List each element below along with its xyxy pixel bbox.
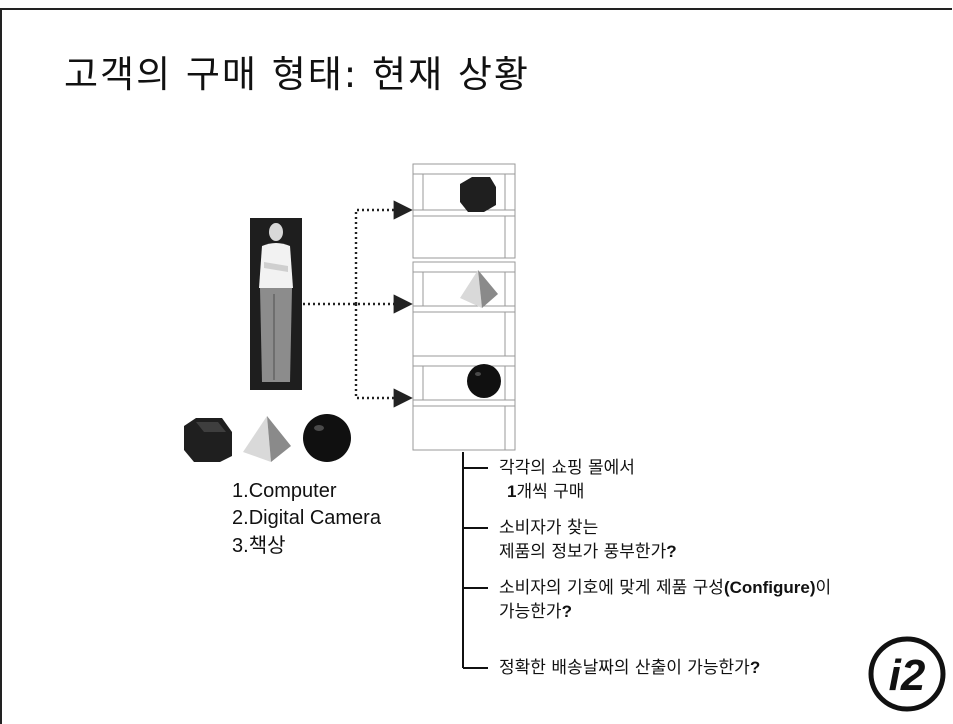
product-item-desk: 3.책상 bbox=[232, 532, 381, 560]
bullet-3-line-1: 소비자의 기호에 맞게 제품 구성(Configure)이 bbox=[499, 576, 831, 600]
shopping-mall-panel-3 bbox=[412, 355, 516, 451]
bullet-connector bbox=[462, 452, 488, 669]
bullet-3-question-mark: ? bbox=[561, 602, 572, 621]
product-list: 1.Computer 2.Digital Camera 3.책상 bbox=[232, 478, 381, 560]
cube-thumbnail bbox=[460, 177, 496, 212]
slide-frame bbox=[0, 8, 952, 724]
bullet-1-number: 1 bbox=[507, 482, 517, 501]
shopping-mall-panel-1 bbox=[412, 163, 516, 259]
bullet-2-question-mark: ? bbox=[666, 542, 677, 561]
bullet-3-text-c: 가능한가 bbox=[499, 602, 562, 622]
product-item-computer: 1.Computer bbox=[232, 478, 381, 505]
pyramid-icon bbox=[243, 416, 291, 462]
bullet-1-line-1: 각각의 쇼핑 몰에서 bbox=[499, 458, 635, 478]
slide-title: 고객의 구매 형태: 현재 상황 bbox=[64, 53, 530, 96]
bullet-2-line-1: 소비자가 찾는 bbox=[499, 518, 599, 538]
i2-logo: i2 bbox=[868, 636, 946, 712]
arrow-to-mall-3 bbox=[354, 304, 413, 408]
logo-text: i2 bbox=[889, 651, 926, 700]
bullet-2: 소비자가 찾는 제품의 정보가 풍부한가? bbox=[499, 516, 677, 564]
bullet-3-text-a: 소비자의 기호에 맞게 제품 구성 bbox=[499, 578, 724, 598]
dotted-arrows bbox=[303, 200, 413, 408]
bullet-3: 소비자의 기호에 맞게 제품 구성(Configure)이 가능한가? bbox=[499, 576, 831, 624]
sphere-thumbnail bbox=[467, 364, 501, 398]
product-name: Digital Camera bbox=[248, 507, 381, 529]
bullet-1-line-2: 1개씩 구매 bbox=[499, 480, 635, 504]
arrow-to-mall-1 bbox=[354, 200, 413, 304]
product-name: Computer bbox=[248, 480, 337, 502]
bullet-4-question-mark: ? bbox=[749, 658, 761, 677]
bullet-4: 정확한 배송날짜의 산출이 가능한가? bbox=[499, 656, 760, 680]
pyramid-thumbnail-light bbox=[460, 270, 482, 308]
product-number: 3. bbox=[232, 535, 249, 557]
sphere-icon bbox=[303, 414, 351, 462]
bullet-4-line-1: 정확한 배송날짜의 산출이 가능한가? bbox=[499, 656, 760, 680]
pyramid-thumbnail-dark bbox=[478, 270, 498, 308]
product-item-camera: 2.Digital Camera bbox=[232, 505, 381, 532]
bullet-2-text: 제품의 정보가 풍부한가 bbox=[499, 542, 667, 562]
bullet-3-text-b: 이 bbox=[815, 578, 832, 598]
bullet-3-configure: (Configure) bbox=[723, 578, 816, 597]
person-image bbox=[250, 218, 302, 390]
product-name: 책상 bbox=[248, 533, 286, 557]
bullet-2-line-2: 제품의 정보가 풍부한가? bbox=[499, 540, 677, 564]
bullet-1-text: 개씩 구매 bbox=[516, 482, 585, 502]
cube-icon bbox=[184, 418, 232, 462]
bullet-3-line-2: 가능한가? bbox=[499, 600, 831, 624]
bullet-4-text: 정확한 배송날짜의 산출이 가능한가 bbox=[499, 658, 750, 678]
product-number: 2. bbox=[232, 507, 249, 529]
product-number: 1. bbox=[232, 480, 249, 502]
shopping-mall-panel-2 bbox=[412, 261, 516, 357]
bullet-1: 각각의 쇼핑 몰에서 1개씩 구매 bbox=[499, 456, 635, 504]
